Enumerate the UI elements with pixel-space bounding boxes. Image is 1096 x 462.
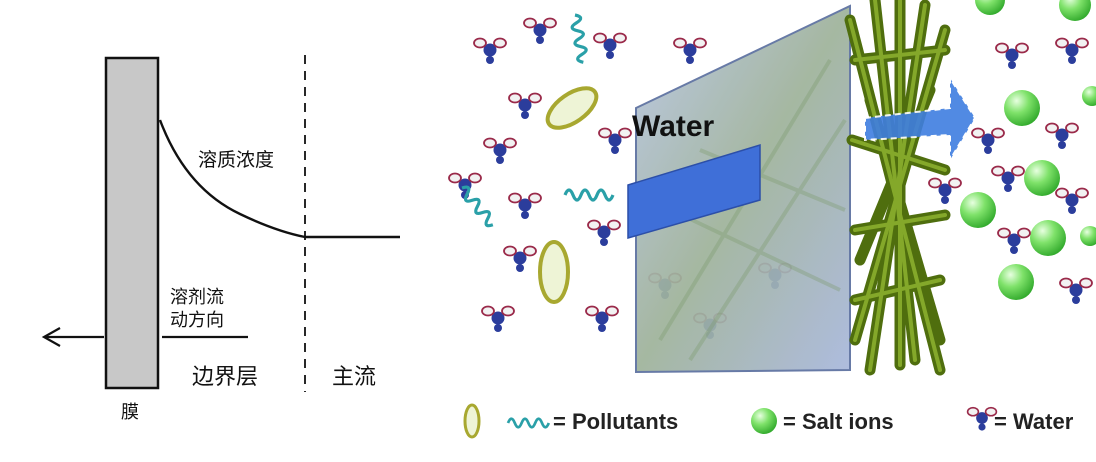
solvent-flow-label-1: 溶剂流 (170, 287, 224, 308)
solute-concentration-label: 溶质浓度 (198, 149, 274, 171)
legend: = Pollutants = Salt ions = Water (463, 403, 1074, 439)
salt-ion-legend-icon (751, 408, 777, 434)
pollutant-ellipse-legend-icon (463, 403, 481, 439)
concentration-polarization-diagram: 溶质浓度 溶剂流 动方向 边界层 主流 膜 (0, 0, 420, 462)
water-flow-arrow (627, 143, 761, 239)
legend-water-label: = Water (994, 409, 1074, 434)
solvent-flow-label-2: 动方向 (170, 310, 224, 331)
water-flow-label: Water (632, 110, 715, 143)
legend-pollutants-label: = Pollutants (553, 409, 678, 434)
water-molecules-permeate (928, 37, 1093, 305)
membrane-label: 膜 (121, 402, 139, 423)
concentration-curve (158, 119, 400, 239)
main-flow-label: 主流 (332, 365, 376, 390)
membrane-slab (104, 56, 160, 390)
arrowhead-icon (41, 327, 61, 347)
pollutant-ellipses (538, 86, 599, 304)
membrane-filtration-illustration: Water (448, 0, 1096, 462)
water-molecule-legend-icon (966, 406, 998, 432)
salt-ions (960, 0, 1096, 300)
permeate-arrow (864, 74, 977, 164)
boundary-layer-label: 边界层 (192, 365, 258, 390)
legend-salt-ions-label: = Salt ions (783, 409, 894, 434)
pollutant-spiral-legend-icon (506, 417, 551, 429)
fiber-mesh (844, 0, 951, 376)
